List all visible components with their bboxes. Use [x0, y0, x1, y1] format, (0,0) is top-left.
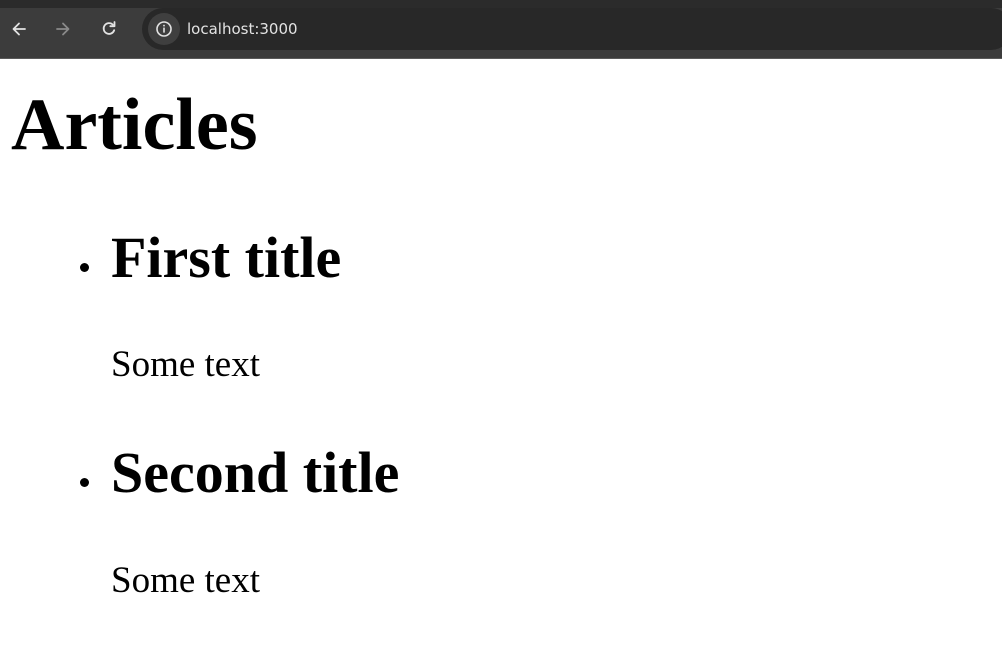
bullet-marker: [80, 263, 89, 272]
reload-button[interactable]: [94, 14, 124, 44]
back-button[interactable]: [4, 14, 34, 44]
browser-toolbar: localhost:3000: [0, 0, 1002, 59]
article-title: Second title: [111, 440, 400, 505]
reload-icon: [102, 21, 116, 35]
page-title: Articles: [11, 84, 258, 166]
arrow-left-icon: [12, 22, 26, 36]
url-text[interactable]: localhost:3000: [187, 20, 298, 38]
article-text: Some text: [111, 560, 261, 601]
tab-strip: [0, 0, 1002, 8]
forward-button[interactable]: [48, 14, 78, 44]
page-content: Articles First title Some text Second ti…: [0, 59, 1002, 666]
info-icon: [156, 21, 172, 37]
article-text: Some text: [111, 344, 261, 385]
arrow-right-icon: [56, 22, 70, 36]
site-info-button[interactable]: [148, 13, 180, 45]
article-title: First title: [111, 225, 342, 290]
address-bar[interactable]: localhost:3000: [142, 8, 1002, 50]
bullet-marker: [80, 478, 89, 487]
